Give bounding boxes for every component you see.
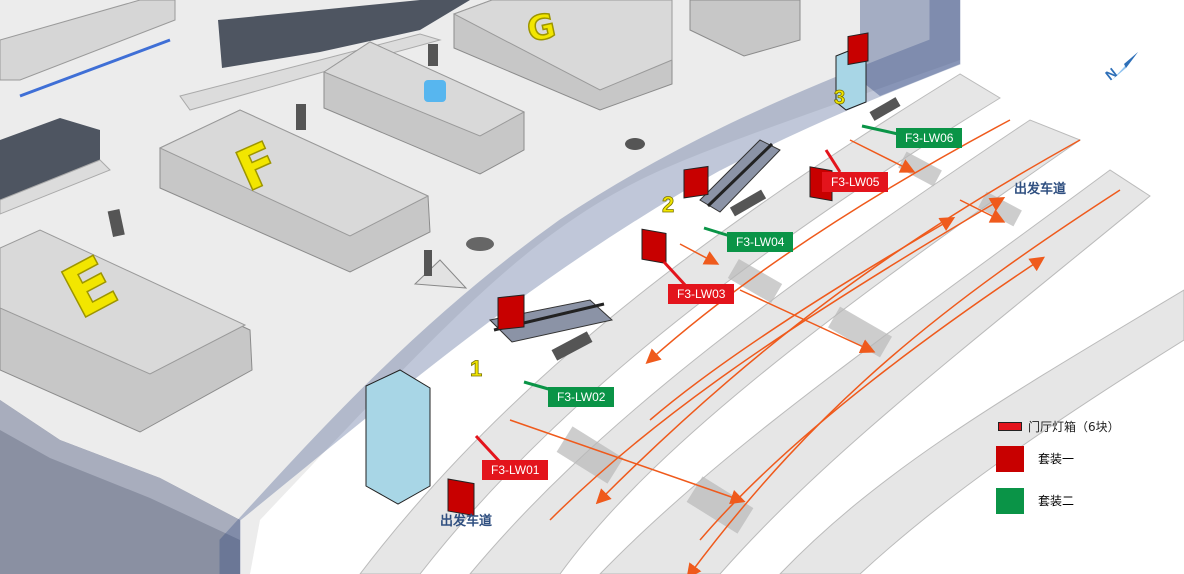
- leader-lw06: [861, 124, 899, 136]
- north-compass-icon: [1112, 52, 1138, 80]
- flow-arrows: [509, 119, 1121, 574]
- callout-lw02: F3-LW02: [548, 387, 615, 407]
- lane-1: [359, 73, 1001, 574]
- legend: 门厅灯箱（6块） 套装一 套装二: [996, 416, 1166, 520]
- legend-row-lightbox: 门厅灯箱（6块）: [996, 416, 1166, 436]
- legend-lightbox-label: 门厅灯箱（6块）: [1028, 420, 1120, 434]
- leader-lw05: [824, 149, 842, 173]
- lightbox-marker-lw01: [447, 478, 475, 517]
- callout-lw06: F3-LW06: [896, 128, 963, 148]
- callout-lw04: F3-LW04: [727, 232, 794, 252]
- escalator-barrier: [729, 189, 767, 217]
- kiosk-sign: [428, 44, 438, 66]
- suite2-swatch: [996, 488, 1024, 514]
- stair-number-2: 2: [662, 192, 674, 217]
- escalator-barrier: [869, 97, 901, 121]
- legend-row-suite1: 套装一: [996, 436, 1166, 478]
- lane-4: [779, 289, 1184, 574]
- checkin-counter-row-mid: [0, 118, 111, 215]
- glass-elevator-left: [365, 369, 431, 505]
- island-f: [158, 109, 431, 273]
- stair-number-1: 1: [470, 356, 482, 381]
- legend-suite1-label: 套装一: [1038, 452, 1075, 466]
- island-back-right: [689, 0, 801, 57]
- checkin-island-back-left: [0, 0, 176, 81]
- glass-wall-right: [860, 0, 960, 96]
- blue-divider-rail: [19, 38, 171, 98]
- kiosk-sign: [107, 209, 125, 237]
- round-stand: [466, 237, 494, 251]
- kiosk-sign: [296, 104, 306, 130]
- suite1-swatch: [996, 446, 1024, 472]
- island-g: [452, 0, 673, 111]
- stair-number-3: 3: [834, 87, 845, 109]
- island-e: [0, 229, 253, 433]
- leader-lw04: [703, 226, 731, 238]
- departure-lane-label: 出发车道: [440, 514, 493, 529]
- lightbox-marker-lw02: [497, 294, 525, 331]
- callout-lw01: F3-LW01: [482, 460, 549, 480]
- service-icon: [424, 80, 446, 102]
- leader-lw03: [662, 260, 688, 288]
- leader-lw02: [523, 380, 553, 392]
- leader-lw01: [474, 434, 502, 464]
- callout-lw03: F3-LW03: [668, 284, 735, 304]
- legend-suite2-label: 套装二: [1038, 494, 1075, 508]
- callout-lw05: F3-LW05: [822, 172, 889, 192]
- island-service-block: [322, 41, 526, 175]
- lightbox-marker-lw03: [641, 228, 667, 265]
- floor-slab-face: [0, 400, 240, 540]
- lightbox-marker-lw06: [847, 32, 869, 66]
- round-stand: [625, 138, 645, 150]
- escalator-2: [699, 139, 781, 213]
- lightbox-swatch: [998, 422, 1022, 431]
- departure-lane-label: 出发车道: [1014, 182, 1067, 197]
- escalator-barrier: [551, 331, 593, 361]
- lightbox-marker-lw04: [683, 165, 709, 199]
- kiosk-sign: [424, 250, 432, 276]
- legend-row-suite2: 套装二: [996, 478, 1166, 520]
